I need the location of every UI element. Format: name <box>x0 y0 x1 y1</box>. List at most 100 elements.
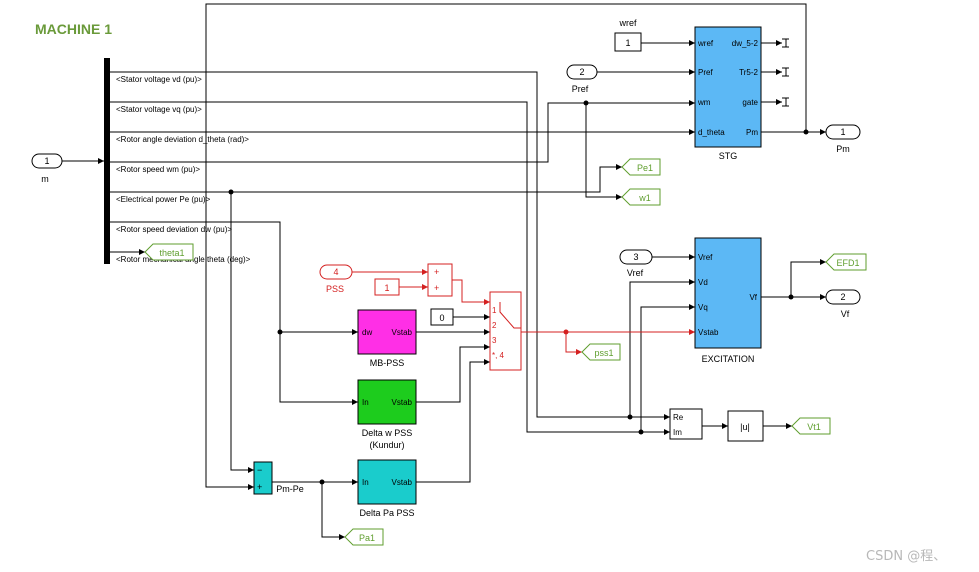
svg-text:2: 2 <box>492 321 497 330</box>
mb-pss-name: MB-PSS <box>370 358 405 368</box>
pss-const-one[interactable]: 1 <box>374 278 400 296</box>
svg-text:pss1: pss1 <box>594 348 613 358</box>
vref-label: Vref <box>627 268 644 278</box>
bus-signal-label: <Rotor speed wm (pu)> <box>116 165 200 174</box>
goto-pe1[interactable]: Pe1 <box>621 158 661 176</box>
goto-theta1[interactable]: theta1 <box>144 243 194 261</box>
svg-text:Vstab: Vstab <box>392 398 413 407</box>
goto-w1[interactable]: w1 <box>621 188 661 206</box>
delta-pa-pss-block[interactable]: In Vstab Delta Pa PSS <box>357 459 417 518</box>
svg-text:Vf: Vf <box>749 293 757 302</box>
svg-text:+: + <box>434 283 439 293</box>
real-imag-to-complex[interactable]: Re Im <box>669 408 703 440</box>
svg-text:gate: gate <box>742 98 758 107</box>
excitation-block[interactable]: Vref Vd Vq Vstab Vf EXCITATION <box>694 237 762 364</box>
svg-text:|u|: |u| <box>740 422 750 432</box>
pss-sum[interactable]: + + <box>427 263 453 297</box>
svg-text:Vref: Vref <box>698 253 713 262</box>
svg-text:Vstab: Vstab <box>698 328 719 337</box>
terminators <box>782 38 789 107</box>
delta-pa-pss-name: Delta Pa PSS <box>359 508 414 518</box>
stg-name: STG <box>719 151 738 161</box>
pm-pe-sum[interactable]: − + Pm-Pe <box>253 461 304 495</box>
pm-pe-name: Pm-Pe <box>276 484 304 494</box>
svg-text:Vd: Vd <box>698 278 708 287</box>
svg-text:Vstab: Vstab <box>392 328 413 337</box>
goto-vt1[interactable]: Vt1 <box>791 417 831 435</box>
svg-text:EFD1: EFD1 <box>836 258 859 268</box>
svg-text:In: In <box>362 478 369 487</box>
svg-text:Pa1: Pa1 <box>359 533 375 543</box>
svg-text:In: In <box>362 398 369 407</box>
inport-m[interactable]: 1 m <box>31 153 63 184</box>
svg-text:Pm: Pm <box>746 128 758 137</box>
bus-signal-label: <Electrical power Pe (pu)> <box>116 195 211 204</box>
svg-text:*, 4: *, 4 <box>492 351 505 360</box>
svg-text:theta1: theta1 <box>159 248 184 258</box>
delta-w-pss-subname: (Kundur) <box>369 440 404 450</box>
svg-text:wm: wm <box>697 98 711 107</box>
svg-text:2: 2 <box>579 67 584 77</box>
pm-label: Pm <box>836 144 850 154</box>
svg-text:dw_5-2: dw_5-2 <box>732 39 759 48</box>
svg-text:w1: w1 <box>638 193 651 203</box>
inport-m-label: m <box>41 174 49 184</box>
stg-block[interactable]: wref Pref wm d_theta dw_5-2 Tr5-2 gate P… <box>694 26 762 161</box>
wref-constant[interactable]: 1 wref <box>614 18 642 52</box>
svg-text:Vt1: Vt1 <box>807 422 821 432</box>
svg-text:0: 0 <box>439 313 444 323</box>
mb-pss-block[interactable]: dw Vstab MB-PSS <box>357 309 417 368</box>
svg-text:+: + <box>257 482 262 492</box>
svg-text:dw: dw <box>362 328 372 337</box>
svg-text:Vq: Vq <box>698 303 708 312</box>
svg-text:Im: Im <box>673 428 682 437</box>
vf-label: Vf <box>841 309 850 319</box>
delta-w-pss-block[interactable]: In Vstab Delta w PSS (Kundur) <box>357 379 417 450</box>
pref-inport[interactable]: 2 Pref <box>566 64 598 94</box>
bus-signal-label: <Rotor speed deviation dw (pu)> <box>116 225 232 234</box>
pss-junction-dot <box>563 329 569 335</box>
bus-signal-label: <Stator voltage vq (pu)> <box>116 105 202 114</box>
bus-signal-label: <Stator voltage vd (pu)> <box>116 75 202 84</box>
bus-signal-label: <Rotor angle deviation d_theta (rad)> <box>116 135 249 144</box>
zero-constant[interactable]: 0 <box>430 308 454 326</box>
svg-text:3: 3 <box>492 336 497 345</box>
svg-text:3: 3 <box>633 252 638 262</box>
delta-w-pss-name: Delta w PSS <box>362 428 413 438</box>
pref-label: Pref <box>572 84 589 94</box>
svg-text:1: 1 <box>492 306 497 315</box>
pss-select-wires <box>352 269 695 355</box>
watermark: CSDN @程、 <box>866 549 947 564</box>
junction-dots <box>228 100 809 485</box>
diagram-title: MACHINE 1 <box>35 21 113 37</box>
svg-text:1: 1 <box>840 127 845 137</box>
svg-text:+: + <box>434 267 439 277</box>
svg-text:1: 1 <box>625 38 630 48</box>
goto-pss1[interactable]: pss1 <box>581 343 621 361</box>
wref-label: wref <box>618 18 637 28</box>
svg-text:−: − <box>257 465 262 475</box>
vref-inport[interactable]: 3 Vref <box>619 249 653 278</box>
svg-text:Tr5-2: Tr5-2 <box>739 68 758 77</box>
pm-outport[interactable]: 1 Pm <box>825 124 861 154</box>
goto-efd1[interactable]: EFD1 <box>825 253 867 271</box>
vf-outport[interactable]: 2 Vf <box>825 289 861 319</box>
pss-multiport-switch[interactable]: 1 2 3 *, 4 <box>489 291 522 371</box>
svg-text:1: 1 <box>44 156 49 166</box>
goto-pa1[interactable]: Pa1 <box>344 528 384 546</box>
svg-text:Vstab: Vstab <box>392 478 413 487</box>
signal-wires <box>62 3 826 540</box>
pss-label: PSS <box>326 284 344 294</box>
svg-text:Re: Re <box>673 413 684 422</box>
svg-text:Pref: Pref <box>698 68 713 77</box>
svg-text:Pe1: Pe1 <box>637 163 653 173</box>
svg-text:4: 4 <box>333 267 338 277</box>
pss-inport[interactable]: 4 PSS <box>319 264 353 294</box>
excitation-name: EXCITATION <box>702 354 755 364</box>
svg-text:d_theta: d_theta <box>698 128 725 137</box>
svg-text:wref: wref <box>697 39 714 48</box>
abs-block[interactable]: |u| <box>727 410 764 442</box>
bus-selector[interactable]: <Stator voltage vd (pu)> <Stator voltage… <box>104 58 251 264</box>
svg-text:2: 2 <box>840 292 845 302</box>
